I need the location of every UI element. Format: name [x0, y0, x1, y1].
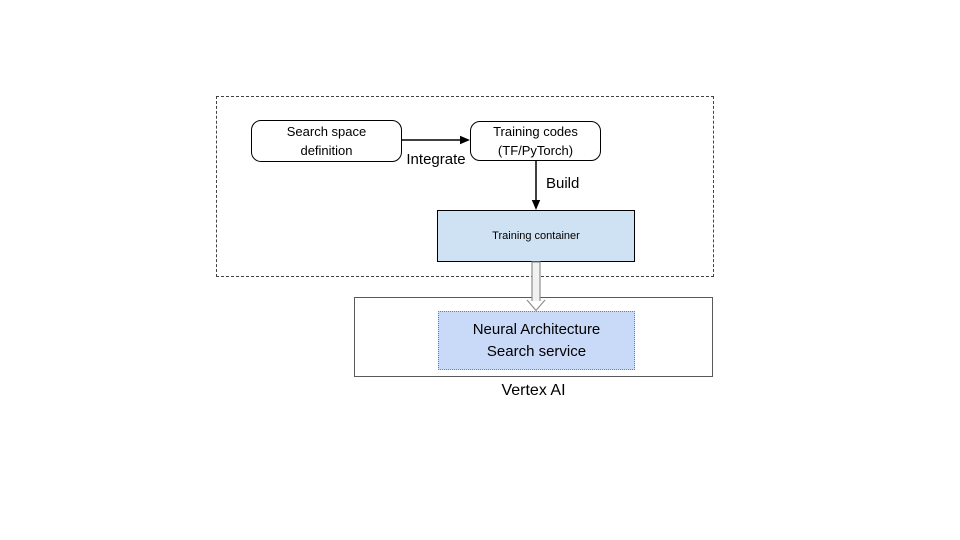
node-training-codes: Training codes (TF/PyTorch)	[470, 121, 601, 161]
build-edge-label: Build	[546, 175, 580, 192]
vertex-ai-group-label: Vertex AI	[501, 382, 566, 399]
workflow-dashed-group	[216, 96, 714, 277]
node-nas-service: Neural Architecture Search service	[438, 311, 635, 370]
nas-service-label: Neural Architecture Search service	[472, 320, 601, 360]
search-space-label: Search space definition	[286, 124, 367, 158]
node-search-space-definition: Search space definition	[251, 120, 402, 162]
node-training-container: Training container	[437, 210, 635, 262]
integrate-edge-label: Integrate	[406, 151, 466, 168]
training-codes-label: Training codes (TF/PyTorch)	[493, 124, 578, 158]
training-container-label: Training container	[492, 230, 580, 242]
